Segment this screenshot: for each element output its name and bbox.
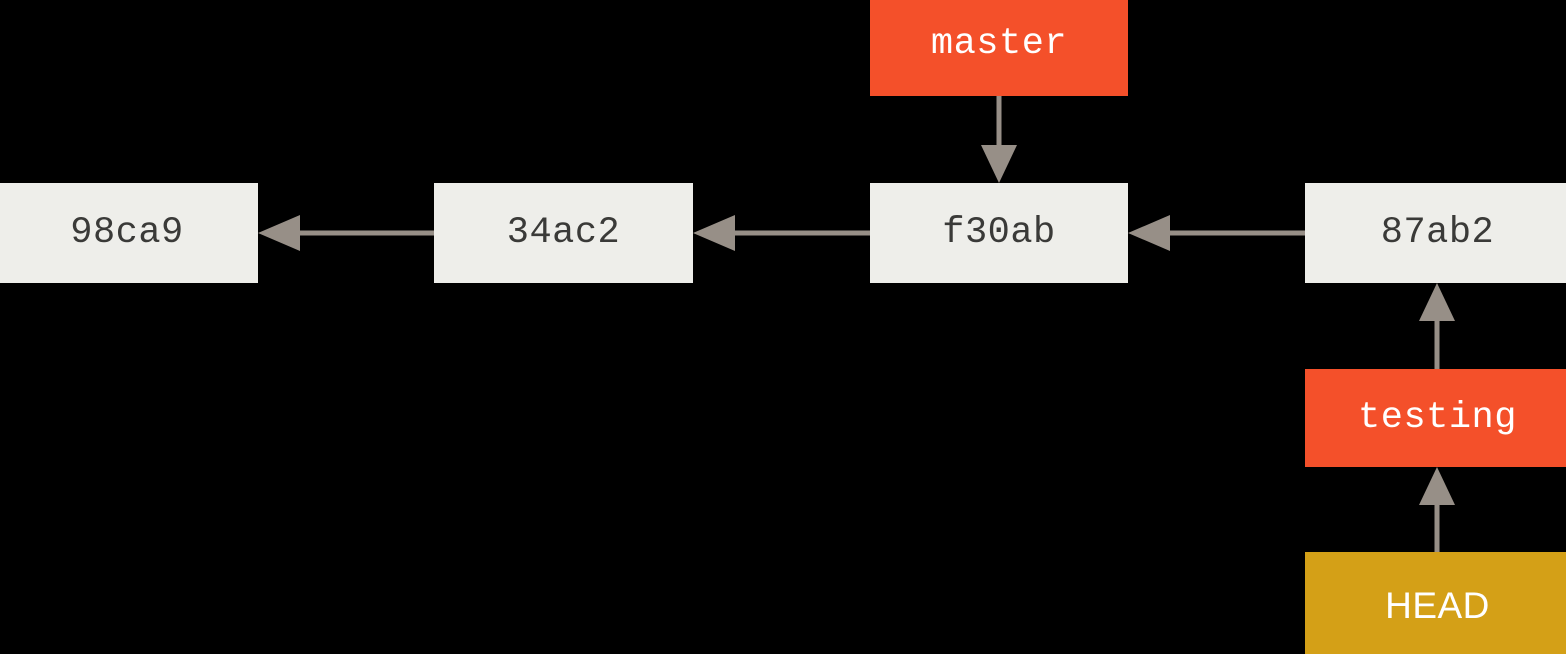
edge-head-to-testing <box>1416 467 1458 552</box>
commit-node-87ab2[interactable]: 87ab2 <box>1305 183 1566 283</box>
commit-node-34ac2[interactable]: 34ac2 <box>434 183 693 283</box>
commit-label: 87ab2 <box>1380 211 1495 254</box>
arrow-head-left <box>693 215 735 251</box>
head-pointer-node[interactable]: HEAD <box>1305 552 1566 654</box>
commit-node-f30ab[interactable]: f30ab <box>870 183 1128 283</box>
arrow-head-up <box>1419 283 1455 321</box>
arrow-head-down <box>981 145 1017 183</box>
branch-node-testing[interactable]: testing <box>1305 369 1566 467</box>
edge-34ac2-to-98ca9 <box>258 212 434 254</box>
commit-label: 34ac2 <box>506 211 621 254</box>
commit-label: 98ca9 <box>70 211 184 254</box>
edge-testing-to-87ab2 <box>1416 283 1458 369</box>
arrow-head-left <box>1128 215 1170 251</box>
edge-87ab2-to-f30ab <box>1128 212 1305 254</box>
edge-f30ab-to-34ac2 <box>693 212 870 254</box>
branch-node-master[interactable]: master <box>870 0 1128 96</box>
edge-master-to-f30ab <box>978 96 1020 183</box>
arrow-head-up <box>1419 467 1455 505</box>
commit-label: f30ab <box>942 211 1056 254</box>
head-label: HEAD <box>1385 584 1490 626</box>
commit-node-98ca9[interactable]: 98ca9 <box>0 183 258 283</box>
branch-label: master <box>930 22 1068 65</box>
arrow-head-left <box>258 215 300 251</box>
branch-label: testing <box>1358 396 1517 439</box>
